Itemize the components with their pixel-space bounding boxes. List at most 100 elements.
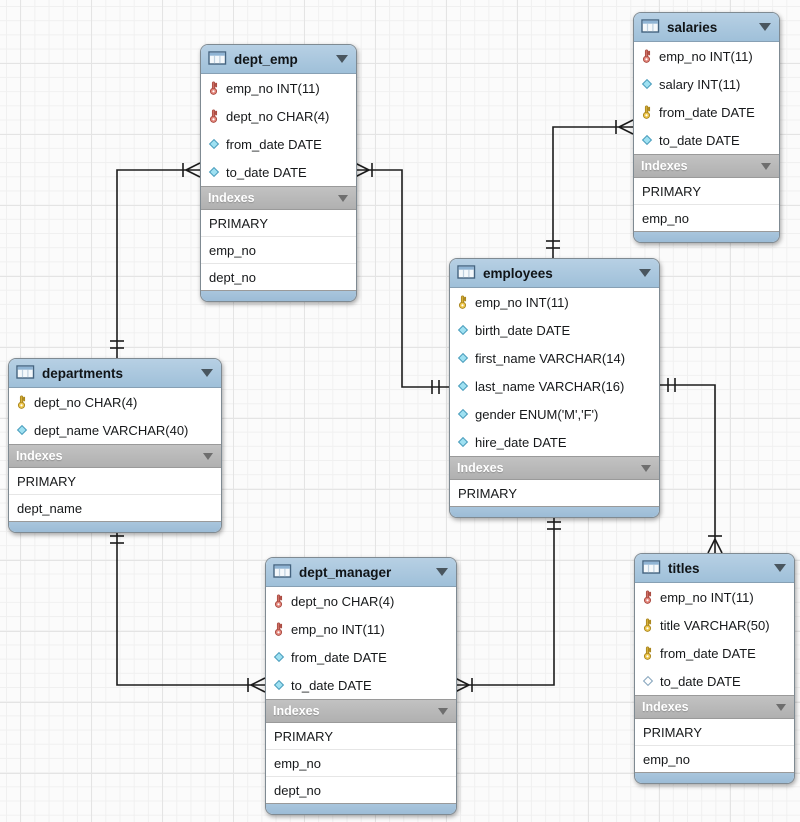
index-label: PRIMARY (17, 473, 76, 489)
index-row[interactable]: dept_no (201, 264, 356, 290)
column-row[interactable]: to_date DATE (266, 671, 456, 699)
index-label: PRIMARY (458, 485, 517, 501)
indexes-bar[interactable]: Indexes (266, 699, 456, 723)
column-label: dept_name VARCHAR(40) (34, 422, 189, 438)
column-label: salary INT(11) (659, 76, 741, 92)
index-label: PRIMARY (274, 728, 333, 744)
table-card-titles[interactable]: titles emp_no INT(11)title VARCHAR(50)fr… (634, 553, 795, 784)
index-row[interactable]: PRIMARY (634, 178, 779, 205)
column-row[interactable]: emp_no INT(11) (201, 74, 356, 102)
index-row[interactable]: emp_no (635, 746, 794, 772)
column-label: to_date DATE (226, 164, 307, 180)
table-footer (201, 290, 356, 301)
column-row[interactable]: from_date DATE (634, 98, 779, 126)
index-row[interactable]: dept_name (9, 495, 221, 521)
collapse-table-icon[interactable] (774, 564, 786, 572)
index-row[interactable]: emp_no (634, 205, 779, 231)
column-row[interactable]: from_date DATE (201, 130, 356, 158)
table-footer (266, 803, 456, 814)
table-footer (450, 506, 659, 517)
relationship-employees-titles[interactable] (658, 378, 723, 554)
collapse-table-icon[interactable] (336, 55, 348, 63)
collapse-indexes-icon[interactable] (761, 162, 771, 170)
table-card-employees[interactable]: employees emp_no INT(11) birth_date DATE f… (449, 258, 660, 518)
indexes-label: Indexes (641, 159, 688, 173)
column-row[interactable]: dept_no CHAR(4) (201, 102, 356, 130)
column-row[interactable]: from_date DATE (266, 643, 456, 671)
index-row[interactable]: PRIMARY (635, 719, 794, 746)
indexes-bar[interactable]: Indexes (201, 186, 356, 210)
column-label: last_name VARCHAR(16) (475, 378, 625, 394)
table-header[interactable]: departments (9, 359, 221, 388)
table-card-salaries[interactable]: salaries emp_no INT(11) salary INT(11) fro… (633, 12, 780, 243)
column-row[interactable]: title VARCHAR(50) (635, 611, 794, 639)
column-row[interactable]: to_date DATE (635, 667, 794, 695)
table-header[interactable]: employees (450, 259, 659, 288)
column-row[interactable]: dept_no CHAR(4) (266, 587, 456, 615)
relationship-dept_emp-departments[interactable] (110, 162, 201, 358)
collapse-indexes-icon[interactable] (438, 707, 448, 715)
column-row[interactable]: salary INT(11) (634, 70, 779, 98)
column-label: to_date DATE (659, 132, 740, 148)
index-row[interactable]: emp_no (201, 237, 356, 264)
table-icon (273, 563, 292, 581)
collapse-indexes-icon[interactable] (338, 194, 348, 202)
relationship-departments-dept_manager[interactable] (110, 526, 266, 693)
indexes-bar[interactable]: Indexes (634, 154, 779, 178)
column-icon (640, 134, 653, 146)
column-label: dept_no CHAR(4) (226, 108, 330, 124)
column-row[interactable]: first_name VARCHAR(14) (450, 344, 659, 372)
column-row[interactable]: birth_date DATE (450, 316, 659, 344)
collapse-table-icon[interactable] (436, 568, 448, 576)
column-row[interactable]: to_date DATE (634, 126, 779, 154)
collapse-table-icon[interactable] (201, 369, 213, 377)
column-list: emp_no INT(11) birth_date DATE first_name … (450, 288, 659, 456)
column-row[interactable]: gender ENUM('M','F') (450, 400, 659, 428)
index-row[interactable]: PRIMARY (450, 480, 659, 506)
column-row[interactable]: last_name VARCHAR(16) (450, 372, 659, 400)
column-row[interactable]: hire_date DATE (450, 428, 659, 456)
indexes-bar[interactable]: Indexes (450, 456, 659, 480)
index-row[interactable]: PRIMARY (266, 723, 456, 750)
index-row[interactable]: emp_no (266, 750, 456, 777)
column-row[interactable]: emp_no INT(11) (635, 583, 794, 611)
column-row[interactable]: emp_no INT(11) (450, 288, 659, 316)
column-row[interactable]: to_date DATE (201, 158, 356, 186)
relationship-employees-dept_manager[interactable] (454, 512, 561, 693)
indexes-bar[interactable]: Indexes (9, 444, 221, 468)
foreign-key-icon (272, 594, 285, 608)
table-card-dept_emp[interactable]: dept_emp emp_no INT(11) dept_no CHAR(4) fr… (200, 44, 357, 302)
column-icon (272, 651, 285, 663)
collapse-table-icon[interactable] (639, 269, 651, 277)
column-list: emp_no INT(11)title VARCHAR(50)from_date… (635, 583, 794, 695)
relationship-salaries-employees[interactable] (546, 119, 634, 258)
table-header[interactable]: dept_manager (266, 558, 456, 587)
column-row[interactable]: dept_name VARCHAR(40) (9, 416, 221, 444)
column-row[interactable]: emp_no INT(11) (634, 42, 779, 70)
column-row[interactable]: dept_no CHAR(4) (9, 388, 221, 416)
table-card-departments[interactable]: departments dept_no CHAR(4) dept_name VAR… (8, 358, 222, 533)
collapse-indexes-icon[interactable] (641, 464, 651, 472)
index-row[interactable]: PRIMARY (201, 210, 356, 237)
column-list: dept_no CHAR(4) dept_name VARCHAR(40) (9, 388, 221, 444)
collapse-indexes-icon[interactable] (203, 452, 213, 460)
table-header[interactable]: dept_emp (201, 45, 356, 74)
nullable-column-icon (641, 675, 654, 687)
column-row[interactable]: from_date DATE (635, 639, 794, 667)
collapse-table-icon[interactable] (759, 23, 771, 31)
column-label: birth_date DATE (475, 322, 571, 338)
table-header[interactable]: titles (635, 554, 794, 583)
column-label: hire_date DATE (475, 434, 567, 450)
relationship-dept_emp-employees[interactable] (354, 162, 449, 394)
index-row[interactable]: PRIMARY (9, 468, 221, 495)
index-row[interactable]: dept_no (266, 777, 456, 803)
collapse-indexes-icon[interactable] (776, 703, 786, 711)
indexes-bar[interactable]: Indexes (635, 695, 794, 719)
table-card-dept_manager[interactable]: dept_manager dept_no CHAR(4)emp_no INT(1… (265, 557, 457, 815)
column-row[interactable]: emp_no INT(11) (266, 615, 456, 643)
table-header[interactable]: salaries (634, 13, 779, 42)
column-label: emp_no INT(11) (659, 48, 753, 64)
